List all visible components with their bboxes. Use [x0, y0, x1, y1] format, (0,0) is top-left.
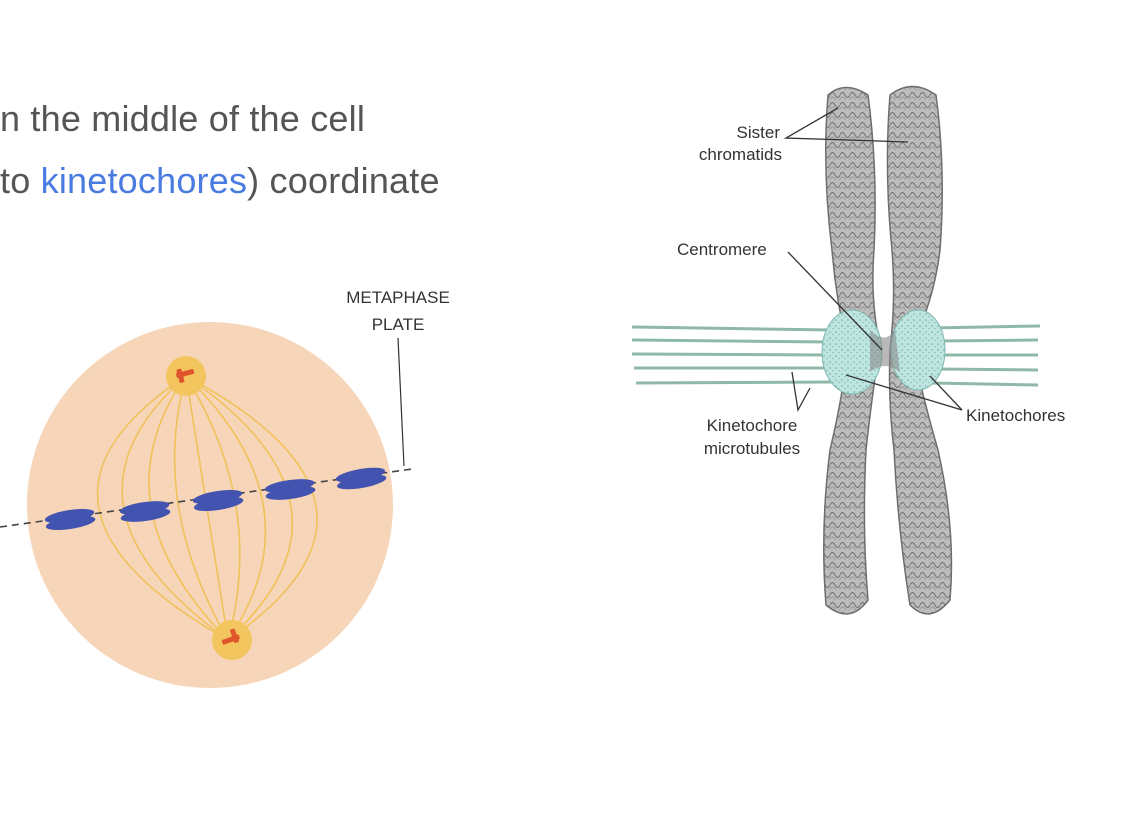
centromere — [870, 330, 900, 372]
metaphase-plate-pointer — [397, 337, 405, 467]
chromosome — [119, 501, 171, 522]
kinetochore-microtubules-left — [631, 325, 835, 385]
chromosome-diagram: Sister chromatids Centromere Kinetochore… — [631, 85, 1065, 615]
caption-line-2: to kinetochores) coordinate — [0, 160, 440, 202]
caption-text-before-link: to — [0, 160, 41, 201]
sister-chromatid-right — [886, 85, 953, 615]
kinetochore-microtubules-label: Kinetochore microtubules — [704, 371, 811, 458]
kinetochore-mt-line2: microtubules — [704, 439, 800, 458]
kinetochore-right — [890, 309, 946, 391]
centromere-label: Centromere — [677, 240, 883, 351]
kinetochores-label-text: Kinetochores — [966, 406, 1065, 425]
cell-diagram: METAPHASE PLATE — [0, 288, 450, 688]
metaphase-label-line1: METAPHASE — [346, 288, 450, 307]
caption-line-1: n the middle of the cell — [0, 98, 366, 139]
chromosome — [44, 508, 96, 531]
metaphase-label-line2: PLATE — [372, 315, 425, 334]
sister-label-line1: Sister — [737, 123, 781, 142]
chromosome — [335, 467, 387, 490]
centrosome-top — [166, 356, 206, 396]
kinetochores-label: Kinetochores — [845, 374, 1065, 425]
caption-text-after-link: ) coordinate — [247, 160, 440, 201]
chromosome — [192, 489, 244, 512]
kinetochore-mt-line1: Kinetochore — [707, 416, 798, 435]
chromosome — [264, 479, 316, 500]
kinetochores-link[interactable]: kinetochores — [40, 160, 248, 201]
sister-chromatids-label: Sister chromatids — [699, 107, 909, 164]
kinetochore-microtubules-right — [929, 324, 1041, 387]
centrosome-bottom — [212, 620, 252, 660]
sister-label-line2: chromatids — [699, 145, 782, 164]
centromere-label-text: Centromere — [677, 240, 767, 259]
chromosomes — [44, 467, 387, 531]
